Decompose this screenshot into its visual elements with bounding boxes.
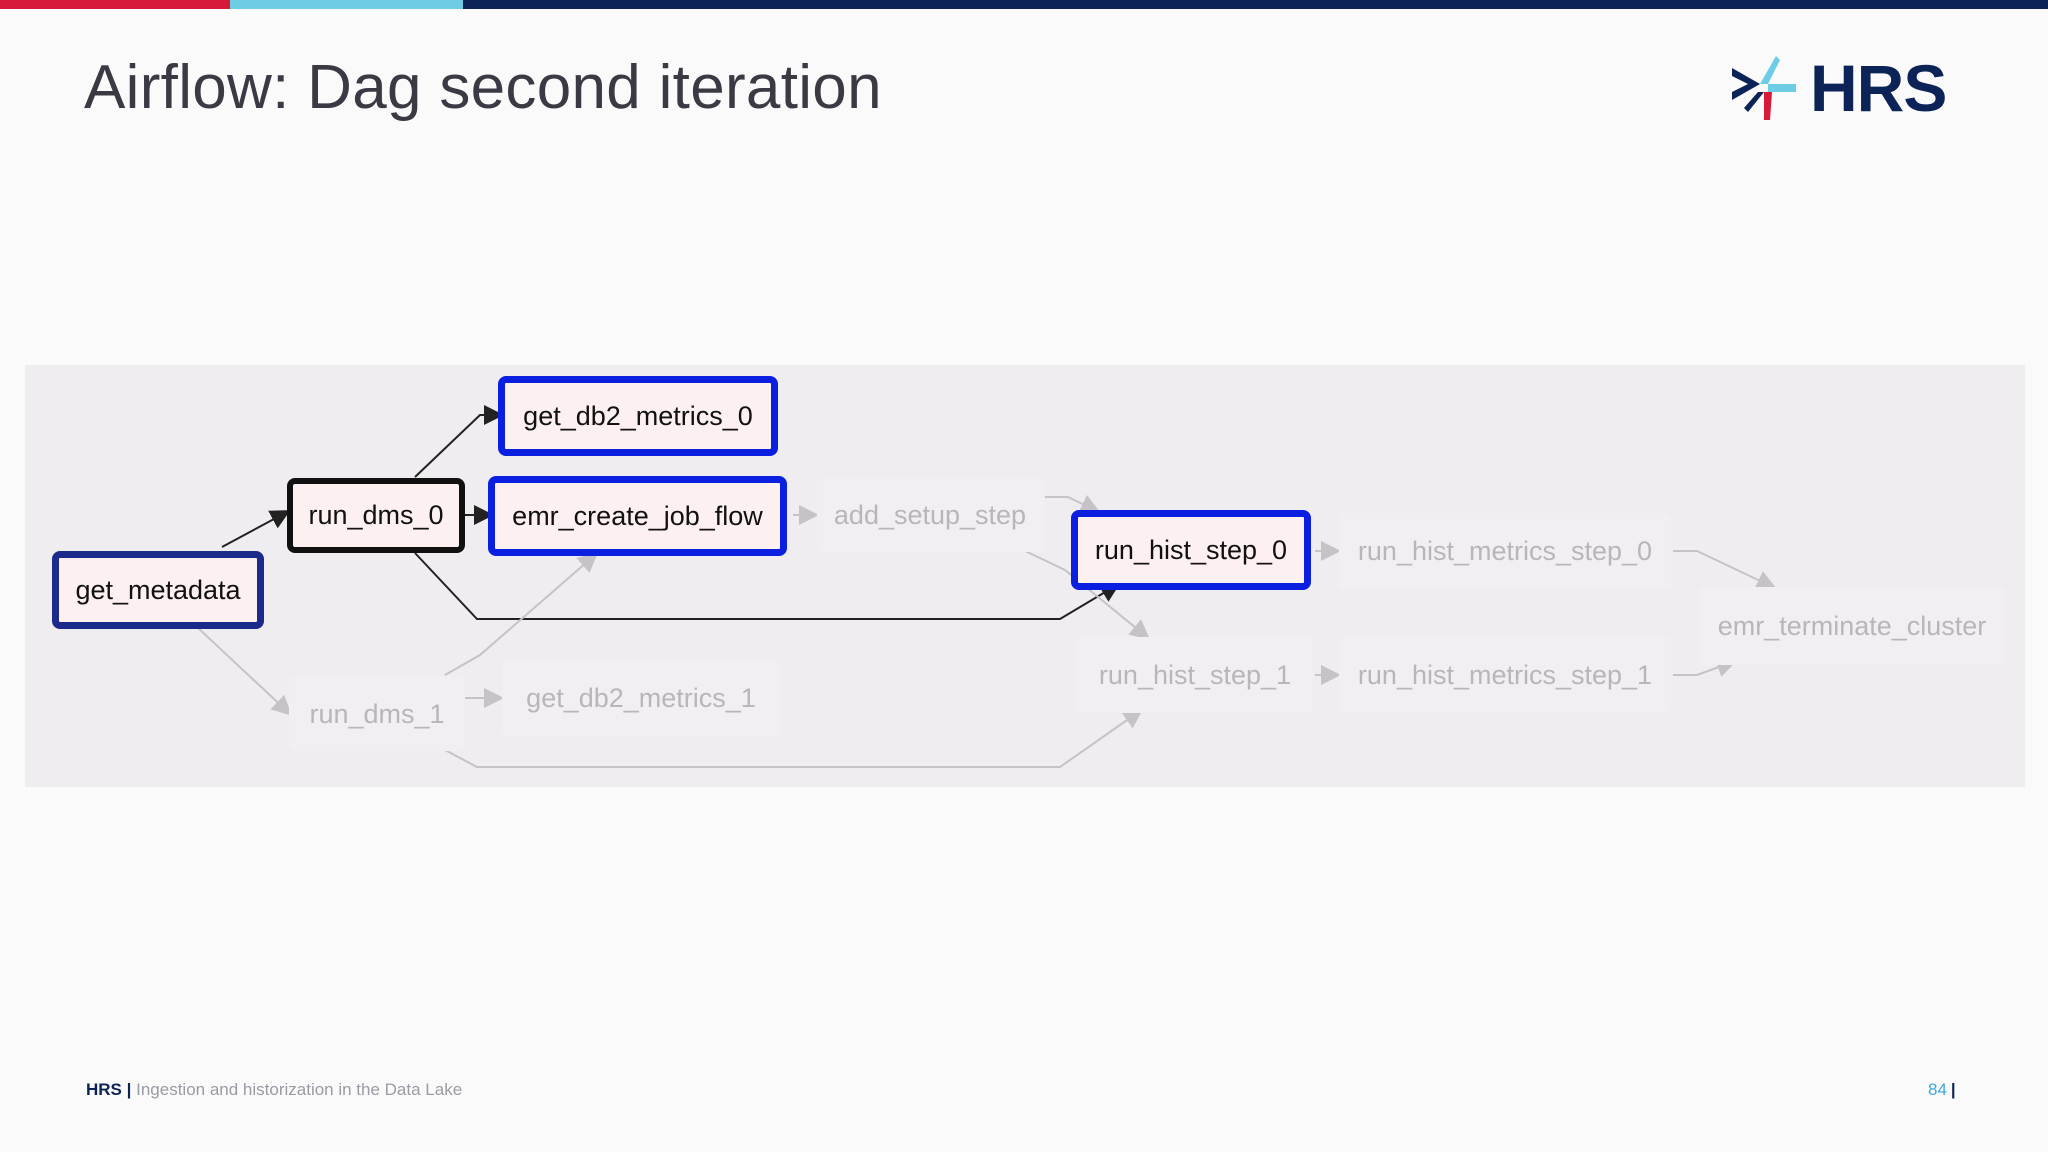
slide-title: Airflow: Dag second iteration <box>84 53 882 122</box>
hrs-star-icon <box>1732 56 1796 120</box>
edge-add-setup-step-to-run-hist-step-0 <box>1045 495 1101 514</box>
logo-text: HRS <box>1810 51 1947 125</box>
footer-brand: HRS | <box>86 1080 132 1099</box>
task-run-dms-0[interactable]: run_dms_0 <box>287 478 465 553</box>
task-run-hist-metrics-step-0[interactable]: run_hist_metrics_step_0 <box>1339 513 1671 589</box>
accent-cyan-segment <box>230 0 463 9</box>
edge-run-dms-0-to-get-db2-metrics-0 <box>414 405 504 478</box>
task-run-dms-1[interactable]: run_dms_1 <box>289 677 465 751</box>
edge-run-dms-1-to-run-hist-step-1 <box>444 708 1144 768</box>
accent-red-segment <box>0 0 230 9</box>
dag-edges <box>196 405 1777 768</box>
dag-graph-panel: get_metadata run_dms_0 get_db2_metrics_0… <box>25 365 2025 787</box>
edge-run-dms-1-to-emr-create-job-flow <box>444 552 599 676</box>
edge-run-dms-0-to-run-hist-step-0 <box>414 552 1121 620</box>
edge-get-metadata-to-run-dms-1 <box>196 626 292 716</box>
page-number-bar: | <box>1950 1080 1956 1099</box>
task-emr-terminate-cluster[interactable]: emr_terminate_cluster <box>1699 587 2005 665</box>
slide-footer: HRS | Ingestion and historization in the… <box>86 1080 462 1100</box>
task-add-setup-step[interactable]: add_setup_step <box>817 478 1043 552</box>
edge-metrics-0-to-emr-terminate <box>1673 550 1777 590</box>
footer-text: Ingestion and historization in the Data … <box>136 1080 463 1099</box>
task-run-hist-metrics-step-1[interactable]: run_hist_metrics_step_1 <box>1339 637 1671 713</box>
task-emr-create-job-flow[interactable]: emr_create_job_flow <box>488 476 787 556</box>
top-accent-bar <box>0 0 2048 9</box>
edge-get-metadata-to-run-dms-0 <box>221 510 291 548</box>
page-number: 84 <box>1928 1080 1947 1099</box>
task-get-db2-metrics-1[interactable]: get_db2_metrics_1 <box>502 659 780 737</box>
task-run-hist-step-1[interactable]: run_hist_step_1 <box>1077 637 1313 713</box>
edge-add-setup-step-to-run-hist-step-1 <box>1022 549 1151 640</box>
task-get-metadata[interactable]: get_metadata <box>52 551 264 629</box>
accent-navy-segment <box>463 0 2048 9</box>
task-run-hist-step-0[interactable]: run_hist_step_0 <box>1071 510 1311 590</box>
task-get-db2-metrics-0[interactable]: get_db2_metrics_0 <box>498 376 778 456</box>
edge-metrics-1-to-emr-terminate <box>1673 658 1737 677</box>
hrs-logo: HRS <box>1730 51 1970 126</box>
page-number-container: 84| <box>1928 1080 1956 1100</box>
